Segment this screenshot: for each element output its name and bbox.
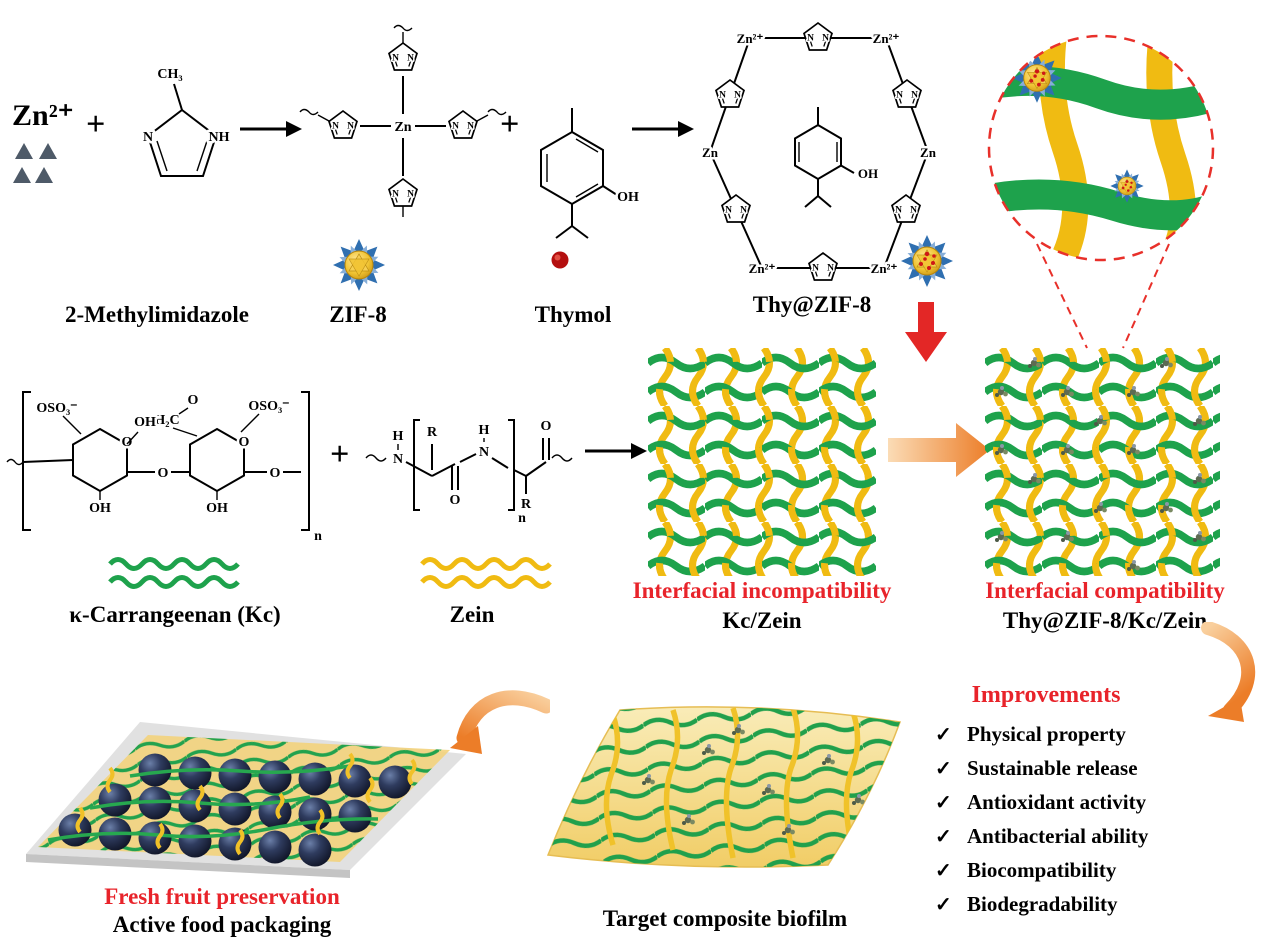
sulfate-label: OSO₃⁻ xyxy=(248,399,289,414)
zinc-triangles-icon xyxy=(13,143,57,183)
reaction-arrow-2 xyxy=(632,121,694,137)
ring-o-label: O xyxy=(239,435,250,450)
n-atom-label: N xyxy=(393,452,403,467)
sulfate-label: OSO₃⁻ xyxy=(36,401,77,416)
curved-arrow-left xyxy=(450,690,550,754)
ring-o-label: O xyxy=(122,435,133,450)
improvement-item: ✓ Sustainable release xyxy=(935,756,1148,790)
improvement-text: Antioxidant activity xyxy=(967,790,1147,814)
kc-zein-mesh xyxy=(648,348,876,576)
ch3-label: CH₃ xyxy=(157,67,182,82)
thy-zif8-kc-zein-mesh xyxy=(985,348,1220,576)
label-thymol: Thymol xyxy=(534,302,612,327)
h2c-label: H₂C xyxy=(154,413,179,428)
zein-structure: N H n R O N H R O xyxy=(365,417,573,529)
curved-arrow-down xyxy=(1201,622,1256,722)
zn-ion-node: Zn²⁺ xyxy=(737,31,764,46)
encapsulated-thymol: OH xyxy=(794,107,881,208)
label-kc: κ-Carrangeenan (Kc) xyxy=(69,602,281,627)
r-group-label: R xyxy=(427,425,438,440)
plus-sign-3: + xyxy=(330,436,350,473)
check-icon: ✓ xyxy=(935,724,952,746)
plus-sign-1: + xyxy=(86,106,106,143)
improvement-text: Biocompatibility xyxy=(967,858,1117,882)
methylimidazole-structure: CH₃ N NH xyxy=(140,65,232,177)
check-icon: ✓ xyxy=(935,860,952,882)
fruit-packaging-illustration xyxy=(26,722,466,878)
tray-edge xyxy=(26,854,350,878)
improvement-item: ✓ Physical property xyxy=(935,722,1148,756)
oh-label: OH xyxy=(858,166,878,181)
thy-zif8-macrocycle-structure: Zn²⁺ Zn²⁺ Zn Zn²⁺ Zn²⁺ Zn OH xyxy=(700,21,939,282)
improvement-text: Biodegradability xyxy=(967,892,1118,916)
o-label: O xyxy=(188,393,199,408)
nh-label: NH xyxy=(209,130,230,145)
n-atom-label: N xyxy=(479,445,489,460)
reaction-arrow-3 xyxy=(585,443,647,459)
zinc-ion-reactant: Zn²⁺ xyxy=(12,98,76,187)
n-subscript: n xyxy=(314,529,322,544)
check-icon: ✓ xyxy=(935,826,952,848)
glycosidic-o-label: O xyxy=(270,466,281,481)
zif8-nanoparticle-icon xyxy=(332,238,386,292)
n-atom-label: N xyxy=(143,130,153,145)
improvement-text: Sustainable release xyxy=(967,756,1138,780)
zn-ion-node: Zn²⁺ xyxy=(749,261,776,276)
oh-label: OH xyxy=(617,190,639,205)
improvement-item: ✓ Biodegradability xyxy=(935,892,1148,926)
thymol-molecule-dot xyxy=(551,251,569,269)
improvement-text: Physical property xyxy=(967,722,1126,746)
composite-biofilm-illustration xyxy=(546,706,902,868)
label-incompatibility: Interfacial incompatibility xyxy=(632,578,892,603)
improvement-text: Antibacterial ability xyxy=(967,824,1149,848)
label-fruit-preservation: Fresh fruit preservation xyxy=(104,884,340,909)
zn-ion-node: Zn²⁺ xyxy=(871,261,898,276)
thymol-structure: OH xyxy=(540,108,641,239)
red-down-arrow xyxy=(905,302,947,362)
label-compatibility: Interfacial compatibility xyxy=(985,578,1225,603)
zoom-circle-detail xyxy=(987,34,1215,349)
n-subscript: n xyxy=(518,511,526,526)
o-atom-label: O xyxy=(541,419,552,434)
oh-label: OH xyxy=(89,501,111,516)
zn-center-label: Zn xyxy=(394,120,411,135)
check-icon: ✓ xyxy=(935,792,952,814)
h-atom-label: H xyxy=(393,429,404,444)
yellow-fiber-ticks xyxy=(75,752,417,856)
label-zein: Zein xyxy=(449,602,495,627)
label-kc-zein: Kc/Zein xyxy=(722,608,802,633)
label-biofilm: Target composite biofilm xyxy=(602,906,848,931)
zein-fiber-legend xyxy=(420,557,552,589)
label-food-packaging: Active food packaging xyxy=(112,912,332,937)
check-icon: ✓ xyxy=(935,758,952,780)
oh-label: OH xyxy=(206,501,228,516)
check-icon: ✓ xyxy=(935,894,952,916)
glycosidic-o-label: O xyxy=(158,466,169,481)
label-thy-zif8: Thy@ZIF-8 xyxy=(752,292,872,317)
improvements-title: Improvements xyxy=(971,682,1121,708)
zif8-complex-structure: Zn xyxy=(299,24,507,217)
reaction-arrow-1 xyxy=(240,121,302,137)
o-atom-label: O xyxy=(450,493,461,508)
zn-ion-node: Zn²⁺ xyxy=(873,31,900,46)
label-zif8: ZIF-8 xyxy=(329,302,387,327)
zn-node: Zn xyxy=(920,145,937,160)
plus-sign-2: + xyxy=(500,106,520,143)
improvement-item: ✓ Biocompatibility xyxy=(935,858,1148,892)
carrageenan-structure: n O O O O OSO₃⁻ OSO₃⁻ H₂C O OH OH OH xyxy=(6,391,325,547)
label-thy-zif8-kc-zein: Thy@ZIF-8/Kc/Zein xyxy=(1002,608,1208,633)
zinc-ion-label: Zn²⁺ xyxy=(12,99,74,132)
oh-label: OH xyxy=(134,415,156,430)
orange-right-arrow xyxy=(888,423,990,477)
r-group-label: R xyxy=(521,497,532,512)
kc-fiber-legend xyxy=(108,557,240,589)
zn-node: Zn xyxy=(702,145,719,160)
h-atom-label: H xyxy=(479,423,490,438)
label-methylimidazole: 2-Methylimidazole xyxy=(65,302,249,327)
thy-zif8-nanoparticle-icon xyxy=(898,232,956,290)
improvements-list: ✓ Physical property ✓ Sustainable releas… xyxy=(935,722,1148,926)
improvement-item: ✓ Antibacterial ability xyxy=(935,824,1148,858)
improvement-item: ✓ Antioxidant activity xyxy=(935,790,1148,824)
